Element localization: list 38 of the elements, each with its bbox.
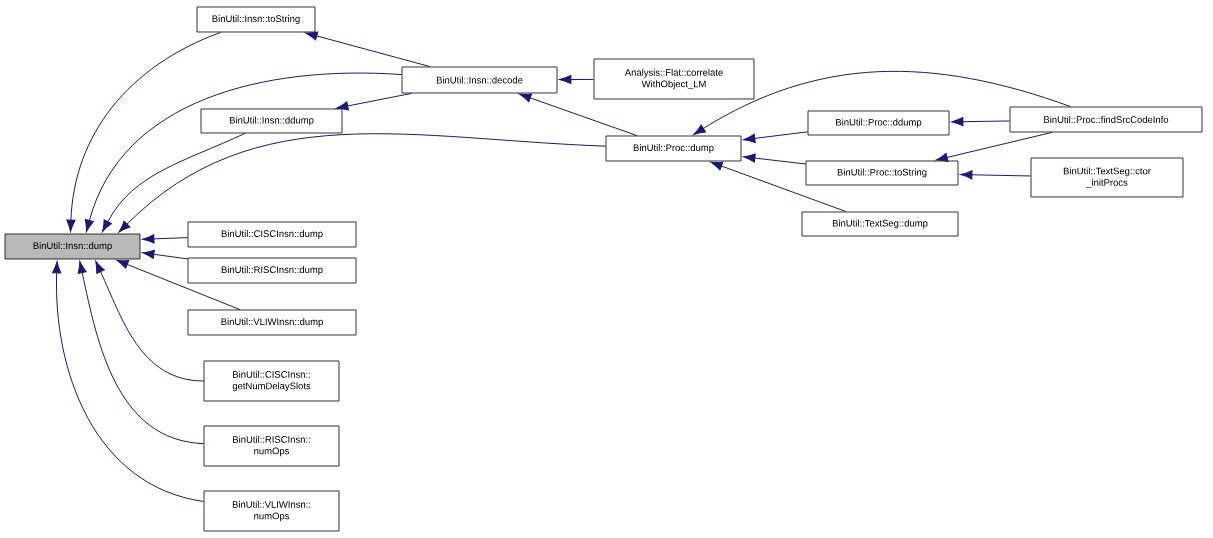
arrow — [935, 131, 1053, 162]
function-box: BinUtil::TextSeg::dump — [801, 211, 959, 237]
function-box: BinUtil::CISCInsn::dump — [187, 221, 357, 248]
arrow — [102, 132, 246, 233]
function-box: BinUtil::Insn::dump — [4, 233, 141, 260]
function-box: BinUtil::Insn::toString — [196, 6, 316, 33]
arrow — [743, 153, 807, 165]
arrow — [519, 93, 638, 137]
arrow — [951, 117, 1011, 127]
arrow — [710, 161, 847, 213]
arrow — [116, 259, 241, 311]
arrow — [960, 170, 1032, 180]
function-box: BinUtil::Proc::toString — [805, 160, 959, 186]
arrow — [118, 133, 607, 233]
arrow — [743, 131, 809, 143]
function-box: BinUtil::RISCInsn:: numOps — [203, 425, 340, 467]
arrow — [95, 260, 205, 382]
arrow — [559, 74, 595, 85]
function-box: BinUtil::Proc::ddump — [807, 110, 950, 136]
arrow — [66, 31, 222, 232]
arrow — [693, 71, 1072, 135]
function-box: BinUtil::Proc::findSrcCodeInfo — [1009, 106, 1203, 133]
arrow — [84, 72, 403, 232]
function-box: BinUtil::VLIWInsn::dump — [187, 309, 357, 336]
function-box: BinUtil::TextSeg::ctor _initProcs — [1030, 157, 1184, 198]
function-box: Analysis::Flat::correlate WithObject_LM — [593, 58, 755, 100]
function-box: BinUtil::Proc::dump — [605, 135, 742, 162]
arrow — [77, 261, 205, 445]
arrow — [305, 31, 431, 68]
arrow — [52, 261, 205, 502]
arrow — [142, 234, 189, 244]
function-box: BinUtil::RISCInsn::dump — [187, 257, 357, 284]
function-box: BinUtil::Insn::decode — [401, 66, 558, 94]
function-box: BinUtil::VLIWInsn:: numOps — [203, 490, 340, 532]
arrow — [336, 92, 413, 111]
function-box: BinUtil::CISCInsn:: getNumDelaySlots — [203, 360, 340, 402]
arrow — [142, 249, 189, 260]
function-box: BinUtil::Insn::ddump — [200, 108, 343, 134]
